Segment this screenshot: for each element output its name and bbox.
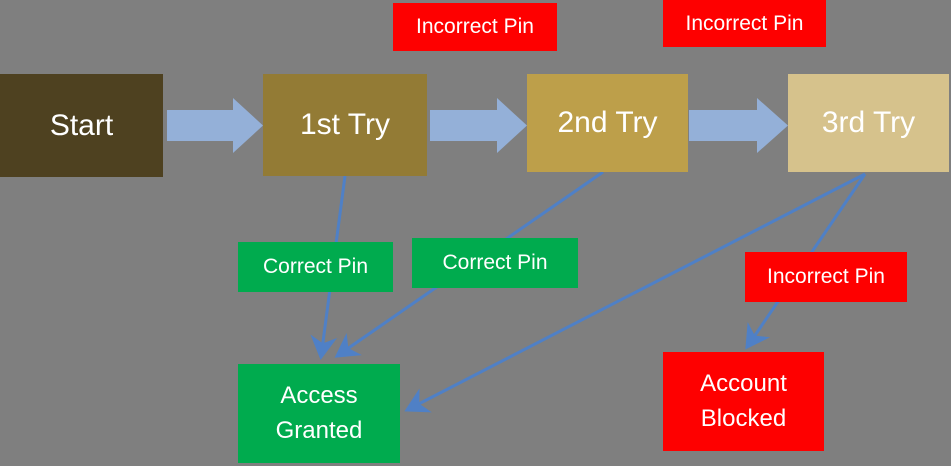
node-2nd-try: 2nd Try	[527, 74, 688, 172]
flow-arrow-start-to-try1	[167, 98, 263, 153]
flow-arrow-try2-to-try3	[689, 98, 788, 153]
edge-label-incorrect-pin-1: Incorrect Pin	[393, 3, 557, 51]
edge-label-correct-pin-2: Correct Pin	[412, 238, 578, 288]
node-3rd-try: 3rd Try	[788, 74, 949, 172]
flow-arrow-try1-to-try2	[430, 98, 527, 153]
connector-try3-to-access-granted	[404, 172, 866, 413]
node-account-blocked: Account Blocked	[663, 352, 824, 451]
node-start: Start	[0, 74, 163, 177]
node-1st-try: 1st Try	[263, 74, 427, 176]
node-access-granted: Access Granted	[238, 364, 400, 463]
edge-label-incorrect-pin-3: Incorrect Pin	[745, 252, 907, 302]
edge-label-correct-pin-1: Correct Pin	[238, 242, 393, 292]
edge-label-incorrect-pin-2: Incorrect Pin	[663, 0, 826, 47]
